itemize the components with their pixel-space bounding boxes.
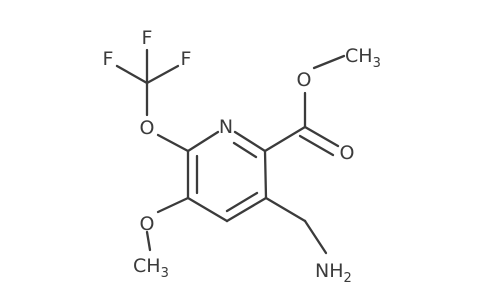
atom-label-n: N — [219, 116, 233, 138]
bond-oester-ch3 — [312, 54, 346, 70]
bond-c2-ccarbonyl — [263, 125, 307, 153]
atom-label-ch3-ester: CH3 — [345, 45, 381, 71]
ch3-methoxy-main: CH — [133, 255, 161, 277]
atom-label-f-top: F — [142, 27, 153, 49]
bond-c5-omethoxy — [156, 196, 190, 214]
bond-c3-ch2 — [264, 196, 307, 223]
bond-c2-c3 — [263, 149, 268, 200]
bond-n-c2-inner — [232, 141, 258, 159]
bond-ccf3-fleft — [115, 64, 149, 85]
nh2-main: NH — [315, 260, 344, 282]
nh2-subscript: 2 — [344, 271, 352, 286]
atom-label-f-left: F — [103, 48, 114, 70]
bond-c4-c5 — [186, 196, 229, 223]
bond-ccf3-fright — [145, 64, 180, 85]
atom-label-o-ether: O — [140, 117, 155, 139]
bond-omethoxy-ch3 — [145, 230, 152, 252]
bond-c6-oether — [156, 133, 190, 153]
atom-label-o-methoxy: O — [140, 213, 155, 235]
atom-label-f-right: F — [181, 48, 192, 70]
ch3-ester-main: CH — [345, 45, 373, 67]
atom-label-o-ester: O — [297, 69, 312, 91]
bond-c6-n — [186, 130, 220, 153]
bond-carbonyl-double-b — [298, 134, 335, 157]
bond-carbonyl-double-a — [303, 125, 340, 148]
atom-label-nh2: NH2 — [315, 260, 352, 286]
ch3-ester-subscript: 3 — [373, 56, 381, 71]
atom-label-ch3-methoxy: CH3 — [133, 255, 169, 281]
bond-ch2-nh2 — [303, 219, 328, 255]
bond-n-c2 — [233, 130, 267, 153]
ch3-methoxy-subscript: 3 — [161, 266, 169, 281]
atom-label-o-carbonyl: O — [340, 142, 355, 164]
bond-c3-c4 — [225, 196, 268, 223]
bond-c3-c4-inner — [225, 191, 259, 213]
